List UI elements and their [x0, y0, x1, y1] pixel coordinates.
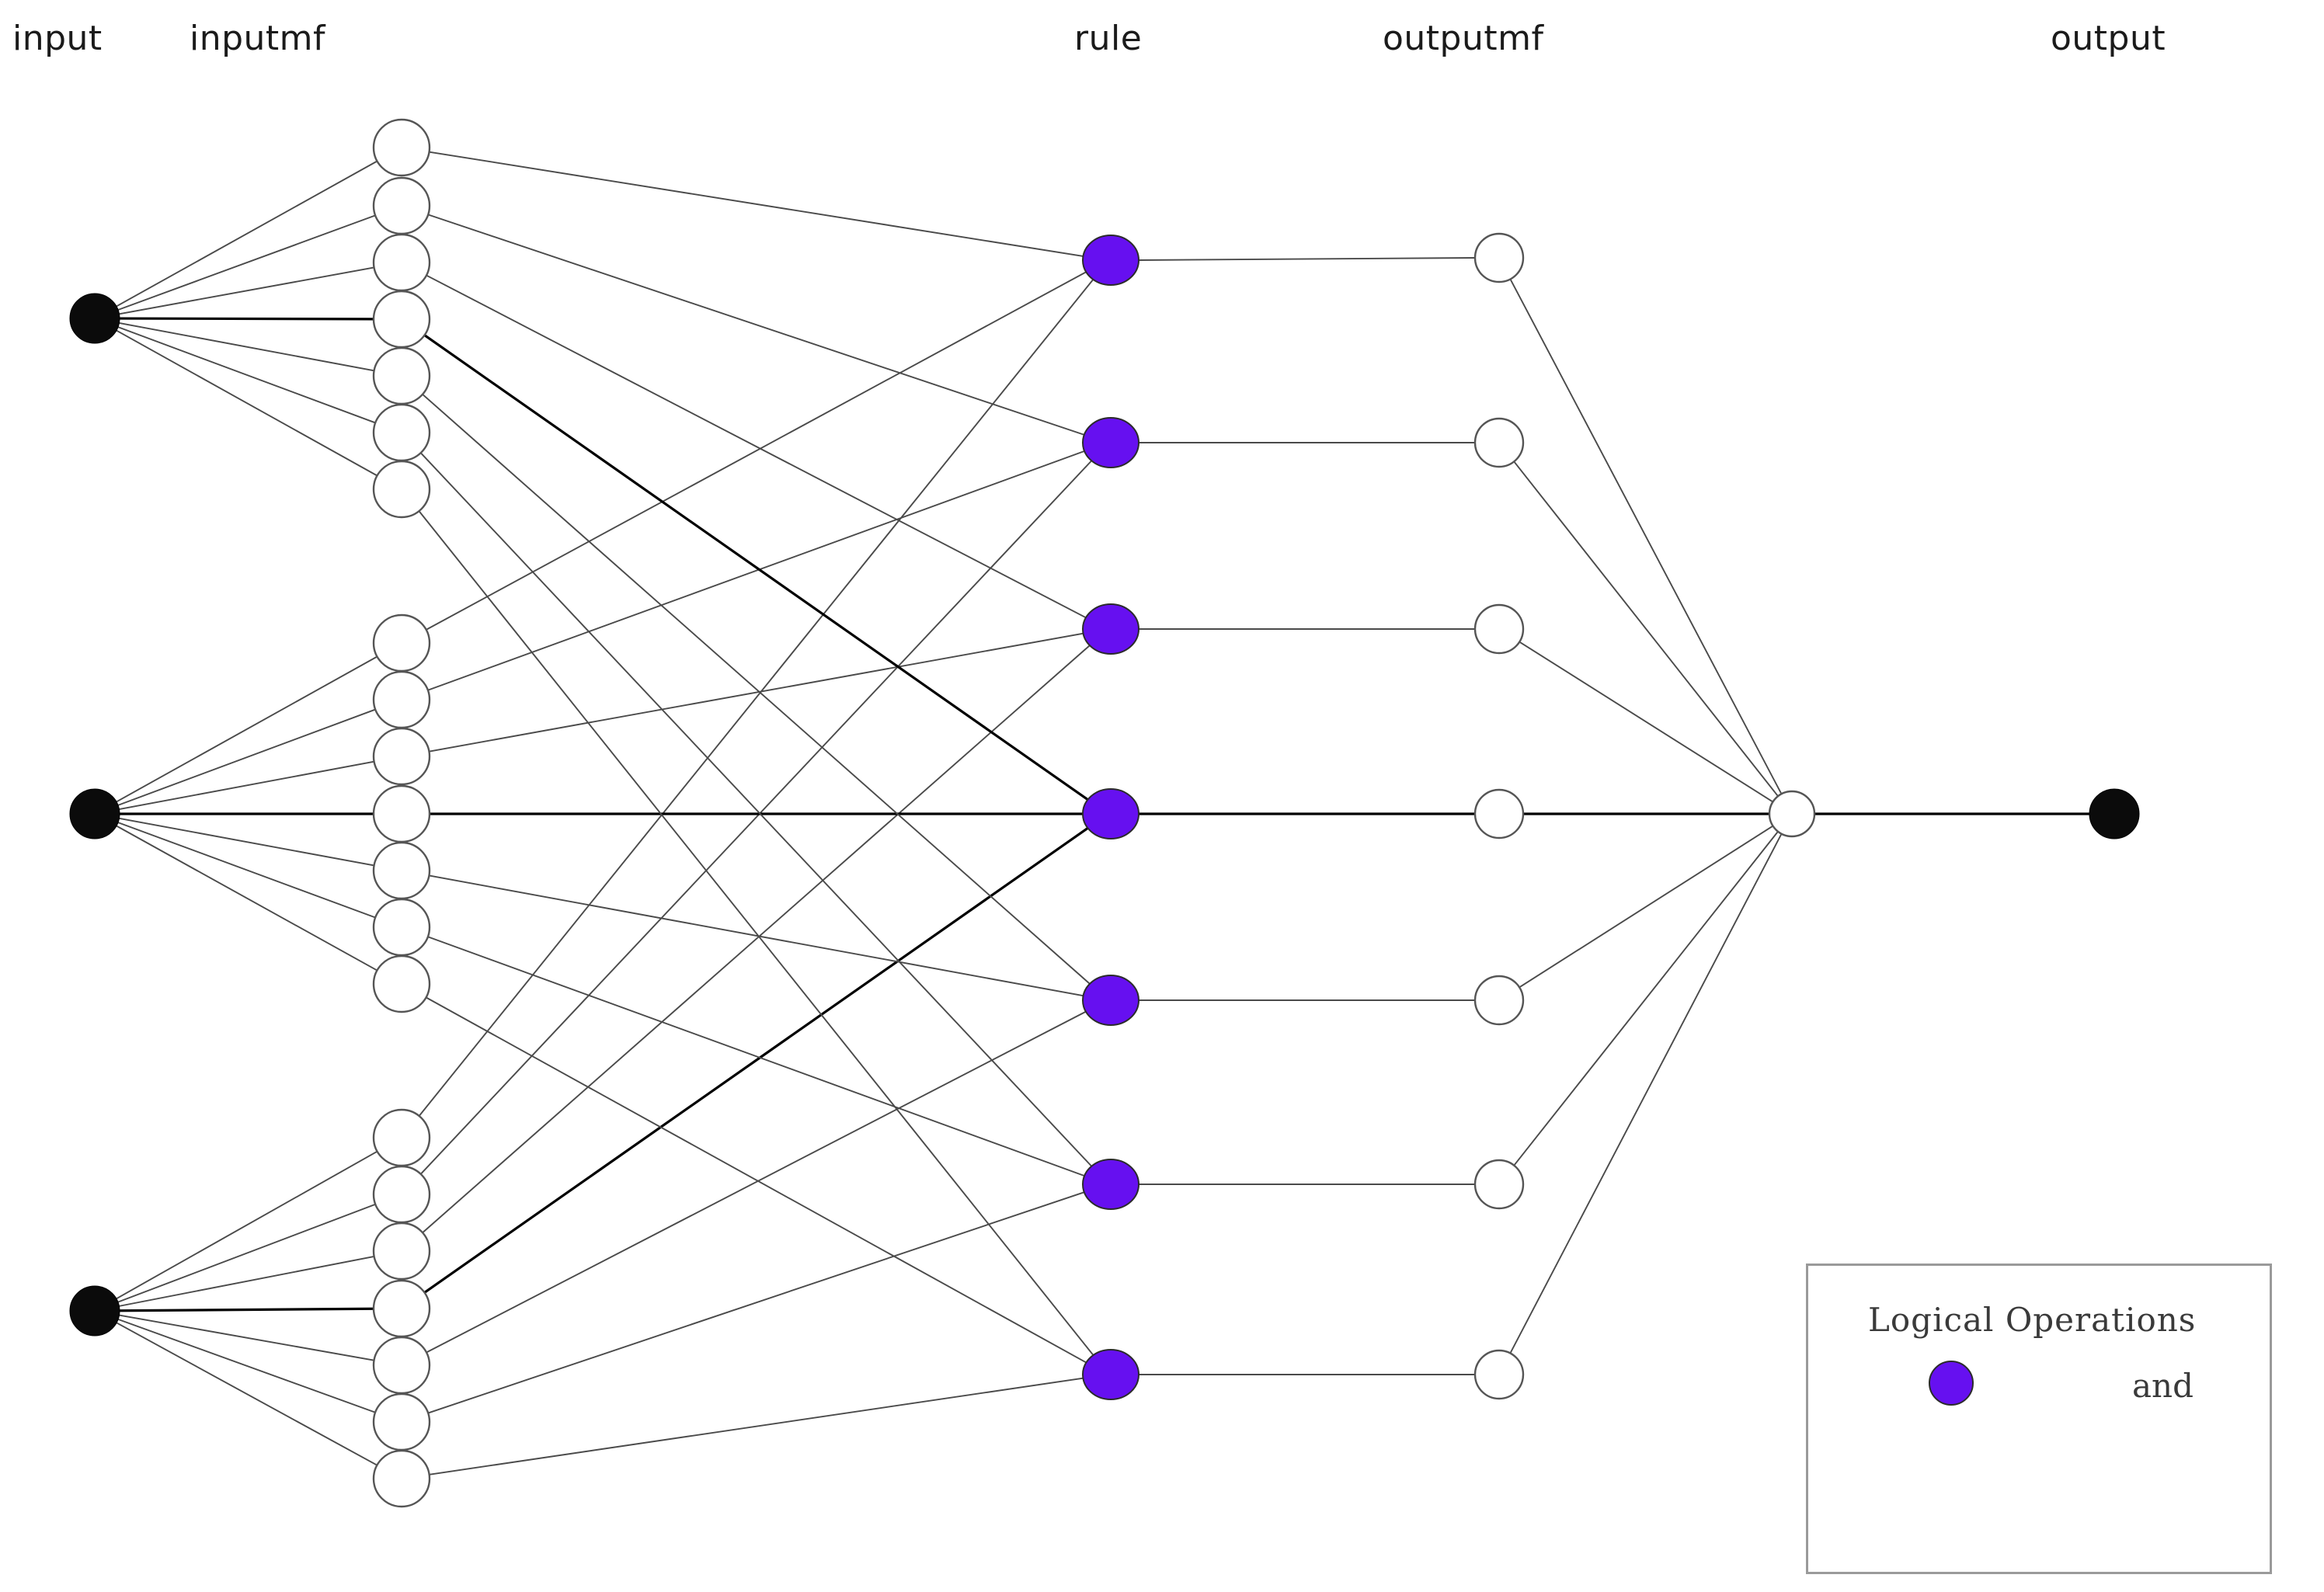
edge-outputmf-to-aggregation	[1519, 641, 1773, 803]
rule-node[interactable]	[1082, 788, 1139, 839]
rule-node[interactable]	[1082, 975, 1139, 1026]
edge-outputmf-to-aggregation	[1513, 831, 1779, 1166]
outputmf-node[interactable]	[1473, 788, 1525, 839]
edge-inputmf-to-rule	[422, 645, 1091, 1233]
edge-inputmf-to-rule	[429, 874, 1084, 997]
input-node[interactable]	[69, 1285, 120, 1337]
edge-inputmf-to-rule	[427, 1191, 1085, 1414]
edge-inputmf-to-rule	[420, 452, 1092, 1167]
edge-inputmf-to-rule	[426, 271, 1087, 631]
edge-input-to-inputmf	[117, 1318, 376, 1413]
rule-node[interactable]	[1082, 417, 1139, 468]
edge-inputmf-to-rule	[420, 460, 1092, 1175]
edge-input-to-inputmf	[117, 822, 376, 919]
edge-inputmf-to-rule	[429, 632, 1084, 753]
edge-inputmf-to-rule	[429, 1377, 1084, 1476]
edge-inputmf-to-rule	[423, 826, 1089, 1294]
edge-input-to-inputmf	[117, 214, 376, 311]
inputmf-node[interactable]	[372, 290, 431, 349]
edge-inputmf-to-rule	[427, 214, 1085, 436]
inputmf-node[interactable]	[372, 1279, 431, 1338]
inputmf-node[interactable]	[372, 460, 431, 519]
edge-input-to-inputmf	[119, 317, 374, 321]
edge-outputmf-to-aggregation	[1519, 825, 1774, 989]
edge-outputmf-to-aggregation	[1509, 833, 1783, 1354]
output-node[interactable]	[2089, 788, 2140, 839]
inputmf-node[interactable]	[372, 1165, 431, 1224]
legend-and-swatch-icon	[1929, 1361, 1974, 1406]
edge-inputmf-to-rule	[426, 996, 1087, 1364]
edge-input-to-inputmf	[116, 1150, 378, 1300]
legend-title: Logical Operations	[1868, 1301, 2197, 1339]
outputmf-node[interactable]	[1473, 1349, 1525, 1400]
column-label-output: output	[2051, 19, 2166, 58]
inputmf-node[interactable]	[372, 118, 431, 177]
column-label-rule: rule	[1074, 19, 1143, 58]
inputmf-node[interactable]	[372, 670, 431, 729]
node-layer	[69, 118, 2140, 1508]
outputmf-node[interactable]	[1473, 1159, 1525, 1210]
inputmf-node[interactable]	[372, 898, 431, 957]
inputmf-node[interactable]	[372, 346, 431, 405]
column-label-inputmf: inputmf	[190, 19, 326, 58]
edge-input-to-inputmf	[119, 817, 374, 867]
edge-inputmf-to-rule	[423, 334, 1089, 801]
outputmf-node[interactable]	[1473, 603, 1525, 655]
inputmf-node[interactable]	[372, 841, 431, 900]
aggregation-node[interactable]	[1768, 790, 1816, 838]
edge-outputmf-to-aggregation	[1509, 278, 1783, 794]
edge-input-to-inputmf	[116, 329, 378, 477]
edge-inputmf-to-rule	[426, 1010, 1087, 1354]
edge-inputmf-to-rule	[418, 279, 1094, 1117]
inputmf-node[interactable]	[372, 1449, 431, 1508]
input-node[interactable]	[69, 293, 120, 344]
outputmf-node[interactable]	[1473, 417, 1525, 468]
edge-rule-to-outputmf	[1138, 257, 1476, 261]
edge-layer	[116, 151, 2089, 1476]
inputmf-node[interactable]	[372, 1336, 431, 1395]
rule-node[interactable]	[1082, 1159, 1139, 1210]
edge-input-to-inputmf	[117, 1203, 376, 1303]
rule-node[interactable]	[1082, 235, 1139, 286]
inputmf-node[interactable]	[372, 1222, 431, 1281]
inputmf-node[interactable]	[372, 614, 431, 673]
edge-inputmf-to-rule	[429, 151, 1084, 257]
column-label-input: input	[12, 19, 103, 58]
edge-outputmf-to-aggregation	[1513, 461, 1779, 797]
edge-input-to-inputmf	[117, 708, 376, 806]
inputmf-node[interactable]	[372, 1108, 431, 1167]
edge-input-to-inputmf	[119, 1314, 374, 1361]
inputmf-node[interactable]	[372, 176, 431, 235]
inputmf-node[interactable]	[372, 784, 431, 843]
edge-input-to-inputmf	[116, 160, 378, 308]
edge-input-to-inputmf	[119, 760, 374, 811]
edge-input-to-inputmf	[119, 1255, 374, 1307]
edge-input-to-inputmf	[117, 326, 376, 424]
column-label-outputmf: outputmf	[1383, 19, 1544, 58]
legend-operation-label: and	[2132, 1367, 2194, 1405]
input-node[interactable]	[69, 788, 120, 839]
edge-input-to-inputmf	[116, 655, 378, 803]
edge-inputmf-to-rule	[418, 510, 1094, 1356]
edge-input-to-inputmf	[116, 1322, 377, 1466]
edge-inputmf-to-rule	[427, 450, 1085, 691]
legend-box	[1806, 1264, 2272, 1574]
edge-input-to-inputmf	[119, 322, 374, 372]
rule-node[interactable]	[1082, 1349, 1139, 1400]
inputmf-node[interactable]	[372, 954, 431, 1013]
inputmf-node[interactable]	[372, 1392, 431, 1451]
edge-input-to-inputmf	[119, 1307, 374, 1312]
rule-node[interactable]	[1082, 603, 1139, 655]
inputmf-node[interactable]	[372, 233, 431, 292]
outputmf-node[interactable]	[1473, 232, 1525, 283]
edge-input-to-inputmf	[119, 266, 374, 315]
edge-input-to-inputmf	[116, 825, 377, 972]
edge-inputmf-to-rule	[426, 274, 1087, 619]
inputmf-node[interactable]	[372, 727, 431, 786]
edge-inputmf-to-rule	[422, 394, 1091, 985]
inputmf-node[interactable]	[372, 403, 431, 462]
outputmf-node[interactable]	[1473, 975, 1525, 1026]
edge-inputmf-to-rule	[427, 936, 1085, 1177]
